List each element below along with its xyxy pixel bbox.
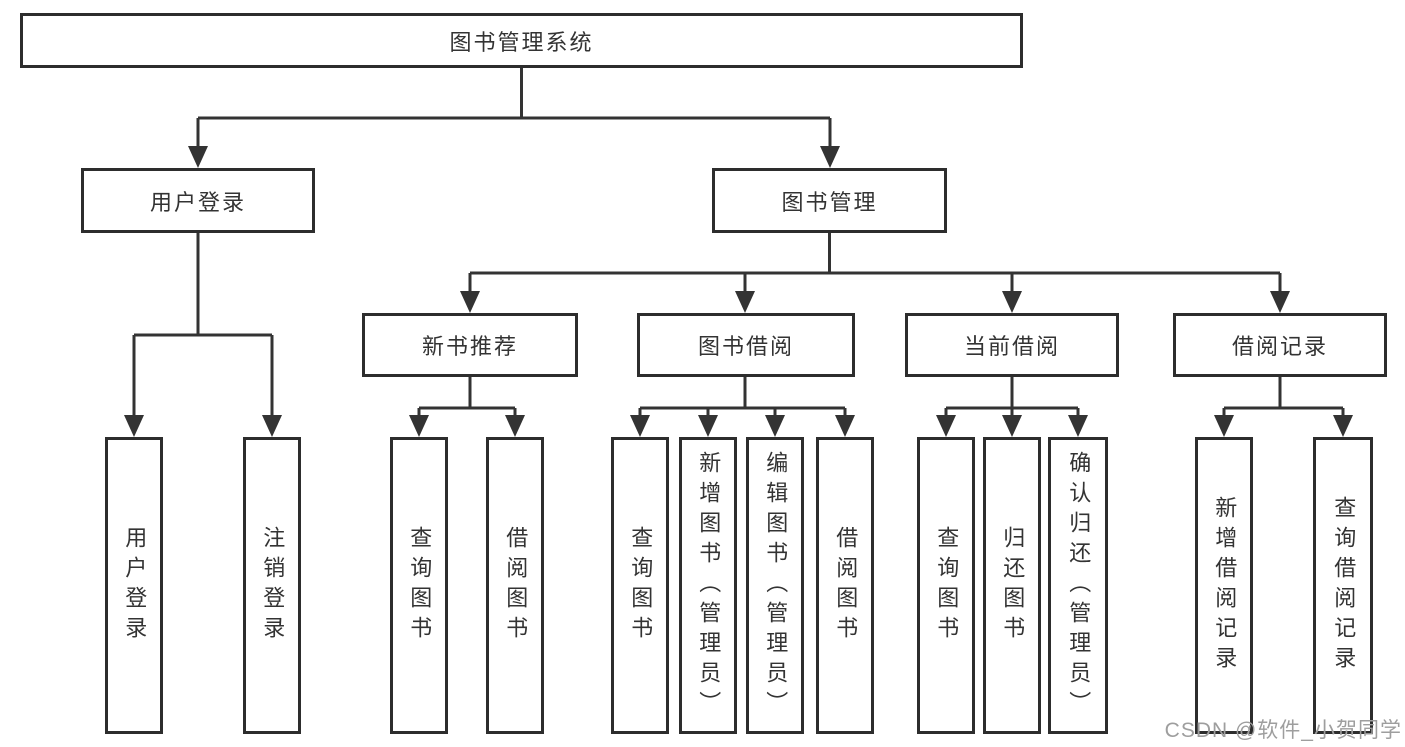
arrow-down-icon [188, 146, 208, 168]
leaf-query-book-borrow: 查询图书 [611, 437, 669, 734]
connector-root [196, 68, 832, 158]
leaf-add-book-admin: 新增图书（管理员） [679, 437, 737, 734]
leaf-edit-book-admin: 编辑图书（管理员） [746, 437, 804, 734]
node-label: 借阅记录 [1231, 334, 1328, 359]
connector-new-book-recommend [417, 377, 517, 427]
arrow-down-icon [505, 415, 525, 437]
node-label: 用户登录 [149, 189, 246, 215]
node-label: 图书管理 [781, 189, 878, 215]
node-user-login: 用户登录 [81, 168, 315, 233]
arrow-down-icon [1270, 291, 1290, 313]
arrow-down-icon [698, 415, 718, 437]
node-label: 归还图书 [1000, 525, 1026, 646]
connector-book-borrow [638, 377, 847, 427]
node-borrow-records: 借阅记录 [1173, 313, 1387, 377]
arrow-down-icon [460, 291, 480, 313]
connector-user-login [132, 233, 274, 427]
arrow-down-icon [630, 415, 650, 437]
node-label: 当前借阅 [963, 334, 1060, 359]
node-label: 用户登录 [122, 525, 148, 646]
node-label: 查询借阅记录 [1331, 495, 1357, 676]
arrow-down-icon [735, 291, 755, 313]
node-label: 注销登录 [260, 525, 286, 646]
connector-book-management [468, 233, 1282, 303]
node-label: 借阅图书 [833, 525, 859, 646]
csdn-watermark: CSDN @软件_小贺同学 [1164, 719, 1402, 742]
node-label: 查询图书 [934, 525, 960, 646]
leaf-query-borrow-record: 查询借阅记录 [1313, 437, 1373, 734]
node-label: 确认归还（管理员） [1066, 450, 1092, 721]
leaf-logout: 注销登录 [243, 437, 301, 734]
arrow-down-icon [1214, 415, 1234, 437]
node-label: 借阅图书 [503, 525, 529, 646]
node-label: 新增借阅记录 [1212, 495, 1238, 676]
node-current-borrow: 当前借阅 [905, 313, 1119, 377]
leaf-user-login: 用户登录 [105, 437, 163, 734]
arrow-down-icon [409, 415, 429, 437]
arrow-down-icon [1002, 291, 1022, 313]
node-library-management-system: 图书管理系统 [20, 13, 1023, 68]
arrow-down-icon [262, 415, 282, 437]
node-label: 图书借阅 [697, 334, 794, 359]
connector-borrow-records [1222, 377, 1345, 427]
arrow-down-icon [124, 415, 144, 437]
leaf-query-book-recommend: 查询图书 [390, 437, 448, 734]
leaf-query-book-current: 查询图书 [917, 437, 975, 734]
node-new-book-recommend: 新书推荐 [362, 313, 578, 377]
leaf-borrow-book: 借阅图书 [816, 437, 874, 734]
node-book-management: 图书管理 [712, 168, 947, 233]
node-label: 查询图书 [407, 525, 433, 646]
leaf-confirm-return-admin: 确认归还（管理员） [1048, 437, 1108, 734]
arrow-down-icon [765, 415, 785, 437]
node-book-borrow: 图书借阅 [637, 313, 855, 377]
leaf-add-borrow-record: 新增借阅记录 [1195, 437, 1253, 734]
arrow-down-icon [820, 146, 840, 168]
arrow-down-icon [1333, 415, 1353, 437]
node-label: 新增图书（管理员） [696, 450, 722, 721]
node-label: 图书管理系统 [449, 29, 594, 55]
arrow-down-icon [1002, 415, 1022, 437]
arrow-down-icon [835, 415, 855, 437]
arrowheads [124, 146, 1353, 437]
arrow-down-icon [936, 415, 956, 437]
node-label: 编辑图书（管理员） [763, 450, 789, 721]
node-label: 查询图书 [628, 525, 654, 646]
leaf-return-book: 归还图书 [983, 437, 1041, 734]
node-label: 新书推荐 [421, 334, 518, 359]
leaf-borrow-book-recommend: 借阅图书 [486, 437, 544, 734]
arrow-down-icon [1068, 415, 1088, 437]
